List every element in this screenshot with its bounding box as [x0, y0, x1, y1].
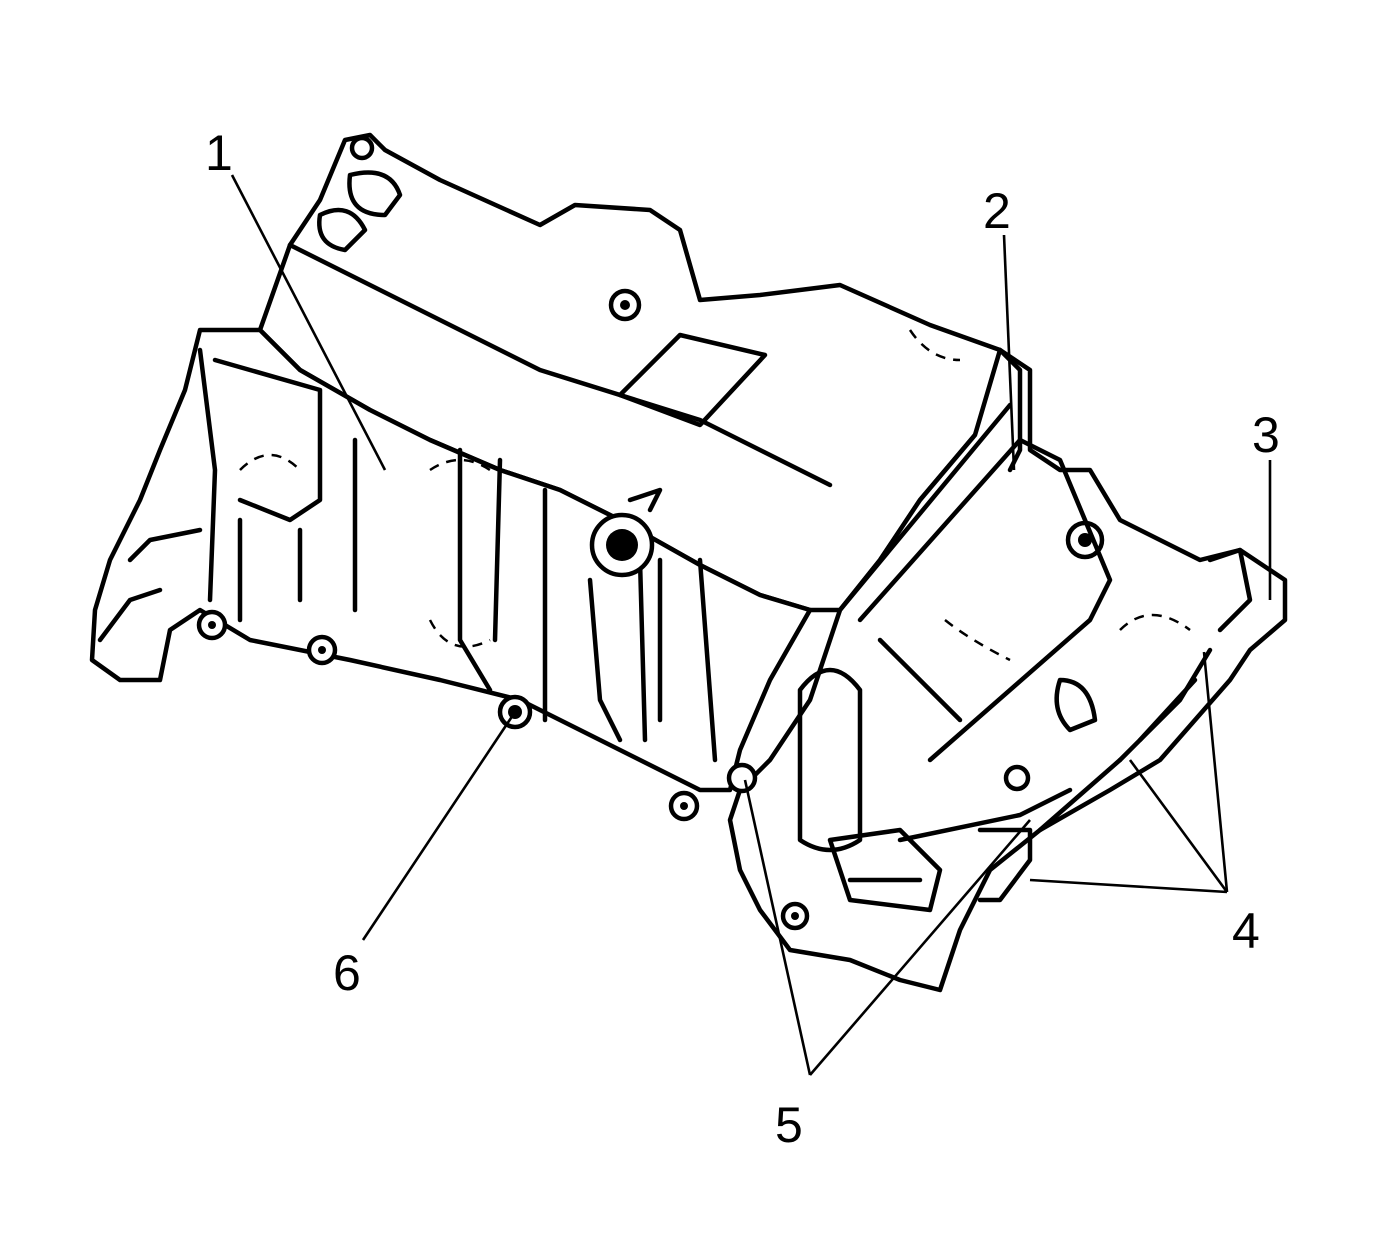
leader-4b [1128, 759, 1229, 893]
callout-3: 3 [1252, 407, 1280, 463]
flange-bolt-holes [196, 520, 1105, 931]
callout-6: 6 [333, 945, 361, 1001]
leader-6 [361, 711, 517, 941]
callout-1: 1 [205, 125, 233, 181]
callout-5: 5 [775, 1097, 803, 1153]
leader-2 [1002, 234, 1016, 471]
leader-4c [1029, 878, 1228, 894]
leader-4a [1202, 651, 1229, 893]
callout-2: 2 [983, 183, 1011, 239]
left-wall-ribs [97, 347, 718, 763]
leader-1 [230, 174, 387, 471]
drain-plug-boss [587, 487, 663, 743]
right-section-details [797, 347, 1253, 913]
callout-4: 4 [1232, 903, 1260, 959]
top-surface-details [287, 135, 961, 488]
oil-pan-outline [89, 132, 1288, 993]
leader-lines [230, 174, 1272, 1076]
leader-5a [743, 779, 812, 1076]
leader-5b [809, 819, 1031, 1076]
callout-labels: 1 2 3 4 5 6 [205, 125, 1280, 1153]
